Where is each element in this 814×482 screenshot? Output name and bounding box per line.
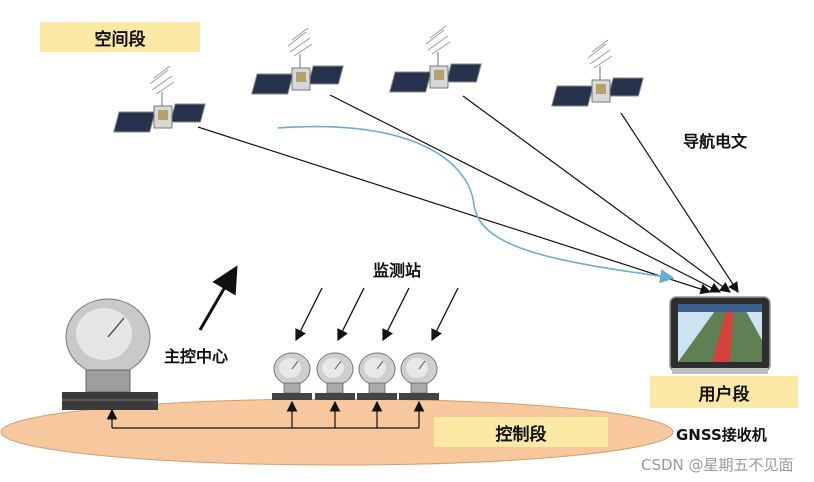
signal-line (329, 94, 722, 293)
master-dish-icon (62, 298, 158, 410)
user-segment-label: 用户段 (650, 376, 798, 408)
signal-curve (277, 125, 675, 284)
master-control-label: 主控中心 (164, 347, 229, 366)
station-arrow (431, 287, 459, 342)
monitor-dish-icon (271, 352, 313, 401)
satellite-icon (389, 25, 482, 93)
control-segment-label: 控制段 (434, 417, 608, 447)
monitor-dish-icon (398, 352, 440, 401)
receiver-label: GNSS接收机 (676, 426, 767, 444)
station-arrow (337, 287, 365, 342)
watermark-text: CSDN @星期五不见面 (641, 456, 794, 474)
station-arrow (382, 287, 410, 342)
signal-line (620, 112, 739, 294)
monitor-station-label: 监测站 (373, 261, 422, 280)
station-network (106, 400, 425, 429)
gnss-receiver-icon (669, 296, 771, 374)
monitor-dish-icon (356, 352, 398, 401)
monitor-dish-icon (314, 352, 356, 401)
nav-message-label: 导航电文 (683, 132, 748, 151)
satellite-icon (551, 39, 644, 107)
station-arrow (295, 287, 323, 342)
signal-line (462, 95, 731, 293)
signal-line (197, 126, 712, 295)
satellite-icon (113, 65, 206, 133)
space-segment-label: 空间段 (40, 22, 200, 52)
satellite-icon (251, 27, 344, 95)
upload-arrow (198, 265, 238, 331)
